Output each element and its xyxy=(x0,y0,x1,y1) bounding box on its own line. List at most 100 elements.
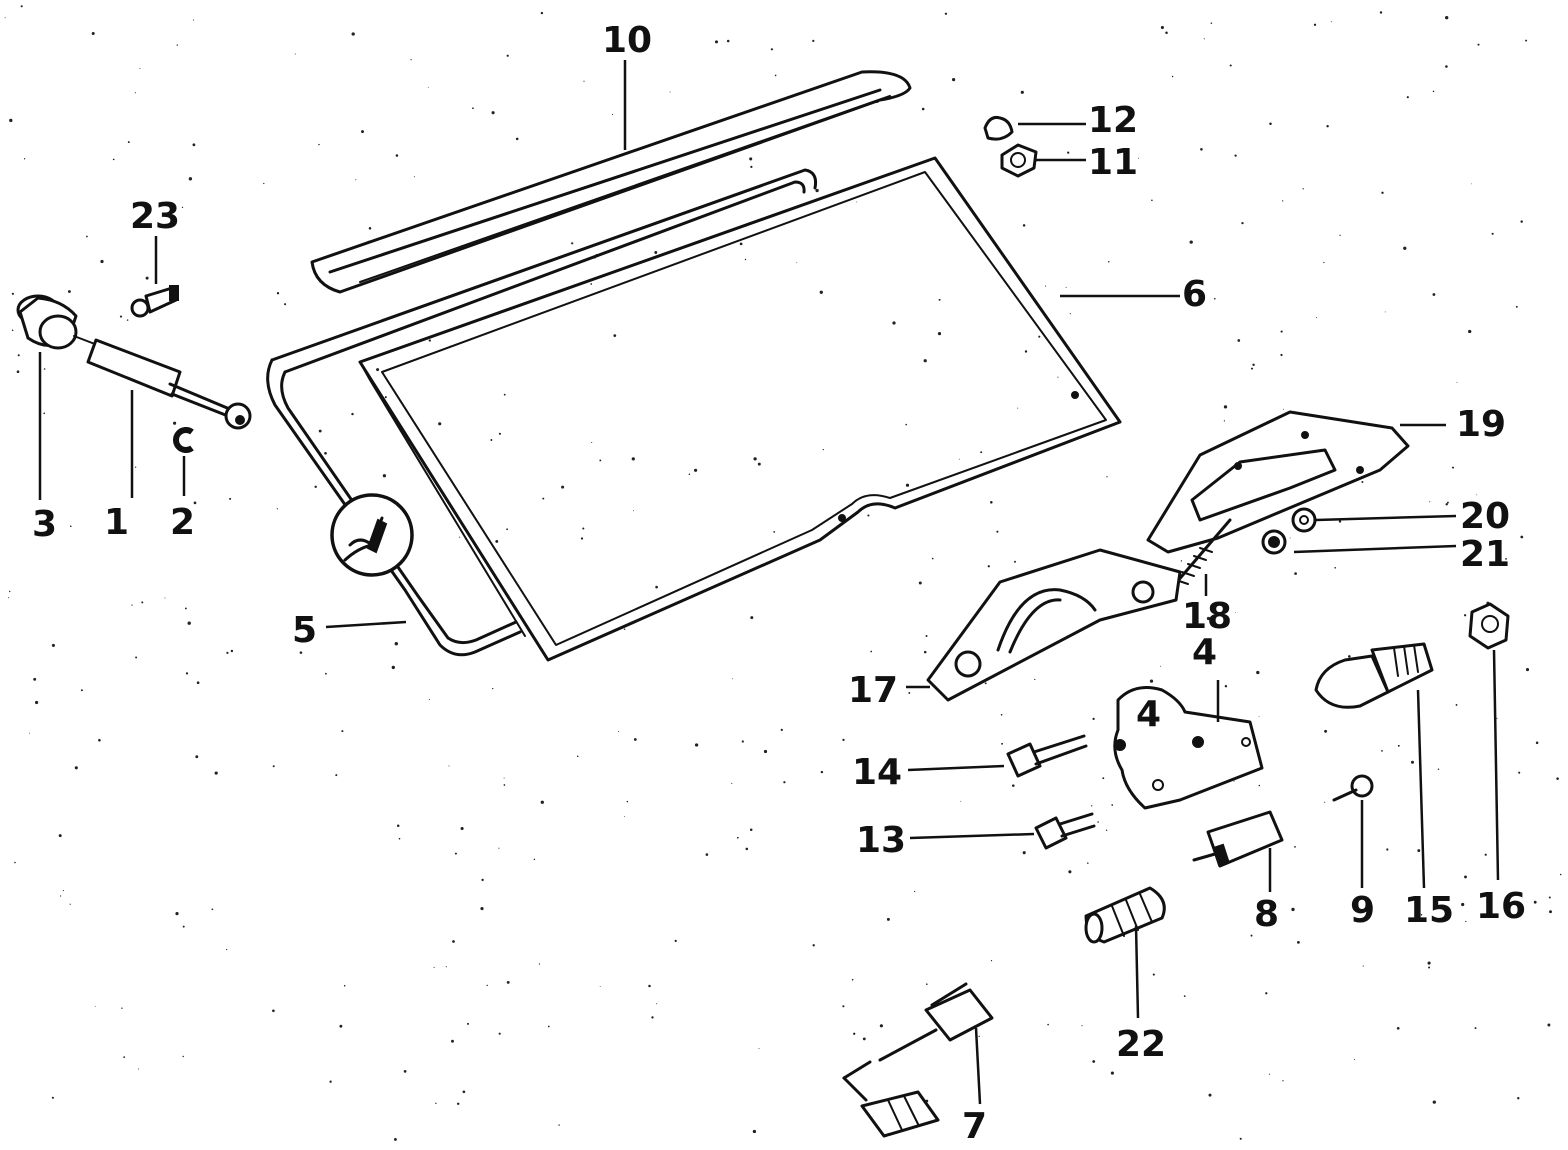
scan-speck xyxy=(1160,25,1164,30)
scan-speck xyxy=(1535,741,1539,745)
leader-lines xyxy=(38,60,1500,1105)
scan-speck xyxy=(175,912,179,916)
scan-speck xyxy=(196,681,200,685)
scan-speck xyxy=(1092,717,1095,721)
scan-speck xyxy=(1087,862,1089,864)
scan-speck xyxy=(127,141,130,144)
scan-speck xyxy=(812,944,815,947)
scan-speck xyxy=(1429,501,1431,503)
scan-speck xyxy=(1297,941,1300,944)
scan-speck xyxy=(119,315,123,318)
scan-speck xyxy=(58,834,62,838)
scan-speck xyxy=(623,628,626,630)
scan-speck xyxy=(355,179,357,181)
scan-speck xyxy=(1165,31,1168,34)
scan-speck xyxy=(1065,286,1067,288)
scan-speck xyxy=(134,466,137,468)
callout-8: 8 xyxy=(1254,894,1279,935)
scan-speck xyxy=(368,227,372,230)
scan-speck xyxy=(1280,353,1283,357)
scan-speck xyxy=(987,565,990,568)
scan-speck xyxy=(195,755,199,759)
scan-speck xyxy=(1445,65,1448,68)
part-4-latch-plate: 4 xyxy=(1113,686,1264,810)
scan-speck xyxy=(1313,23,1317,26)
scan-speck xyxy=(726,39,730,43)
scan-speck xyxy=(626,800,629,803)
scan-speck xyxy=(1258,784,1261,787)
scan-speck xyxy=(211,908,214,911)
scan-speck xyxy=(688,473,691,476)
scan-speck xyxy=(1464,875,1467,879)
scan-speck xyxy=(427,86,429,88)
scan-speck xyxy=(582,527,585,530)
scan-speck xyxy=(1152,973,1155,976)
scan-speck xyxy=(1283,408,1284,410)
scan-speck xyxy=(396,824,400,828)
scan-speck xyxy=(495,539,499,543)
scan-speck xyxy=(192,143,196,147)
scan-speck xyxy=(558,1124,560,1126)
scan-speck xyxy=(1397,744,1400,747)
scan-speck xyxy=(1468,329,1472,334)
scan-speck xyxy=(263,182,265,185)
scan-speck xyxy=(984,682,987,685)
scan-speck xyxy=(1223,420,1226,422)
scan-speck xyxy=(361,130,364,134)
scan-speck xyxy=(11,329,14,332)
scan-speck xyxy=(1445,503,1448,506)
scan-speck xyxy=(1324,729,1328,733)
seal-profile-detail xyxy=(330,493,414,577)
scan-speck xyxy=(1525,39,1528,42)
scan-speck xyxy=(694,468,698,472)
scan-speck xyxy=(67,290,71,293)
part-19-hinge-bracket xyxy=(1146,410,1410,554)
scan-speck xyxy=(472,107,474,110)
scan-speck xyxy=(1239,1137,1242,1140)
scan-speck xyxy=(1556,777,1559,780)
scan-speck xyxy=(98,738,101,742)
scan-speck xyxy=(1159,665,1161,667)
scan-speck xyxy=(1269,122,1272,125)
scan-speck xyxy=(1001,742,1004,745)
scan-speck xyxy=(272,1009,275,1013)
scan-speck xyxy=(749,828,753,832)
callout-2: 2 xyxy=(170,502,195,543)
scan-speck xyxy=(856,201,858,203)
scan-speck xyxy=(1384,311,1386,313)
scan-speck xyxy=(393,1137,397,1141)
scan-speck xyxy=(655,585,658,589)
scan-speck xyxy=(448,765,450,767)
scan-speck xyxy=(188,177,193,181)
scan-speck xyxy=(43,368,46,370)
scan-speck xyxy=(853,1032,856,1035)
scan-speck xyxy=(1235,612,1236,614)
scan-speck xyxy=(459,536,461,538)
scan-speck xyxy=(1057,376,1059,378)
scan-speck xyxy=(1012,784,1015,787)
scan-speck xyxy=(938,298,941,301)
scan-speck xyxy=(1282,1080,1284,1082)
scan-speck xyxy=(1520,220,1523,223)
scan-speck xyxy=(324,451,327,455)
part-2-clip xyxy=(173,427,194,453)
scan-speck xyxy=(1183,995,1186,997)
scan-speck xyxy=(1022,851,1026,855)
scan-speck xyxy=(1432,90,1435,93)
scan-speck xyxy=(376,368,380,372)
scan-speck xyxy=(1282,200,1284,202)
scan-speck xyxy=(1455,703,1458,706)
scan-speck xyxy=(1427,961,1431,965)
scan-speck xyxy=(1428,966,1431,969)
scan-speck xyxy=(631,457,635,461)
scan-speck xyxy=(1067,151,1070,154)
scan-speck xyxy=(384,396,387,399)
scan-speck xyxy=(851,978,854,981)
scan-speck xyxy=(752,1129,757,1134)
scan-speck xyxy=(732,678,734,680)
scan-speck xyxy=(1348,655,1351,658)
part-21-washer xyxy=(1261,529,1287,555)
scan-speck xyxy=(918,581,922,585)
scan-speck xyxy=(1559,873,1562,876)
